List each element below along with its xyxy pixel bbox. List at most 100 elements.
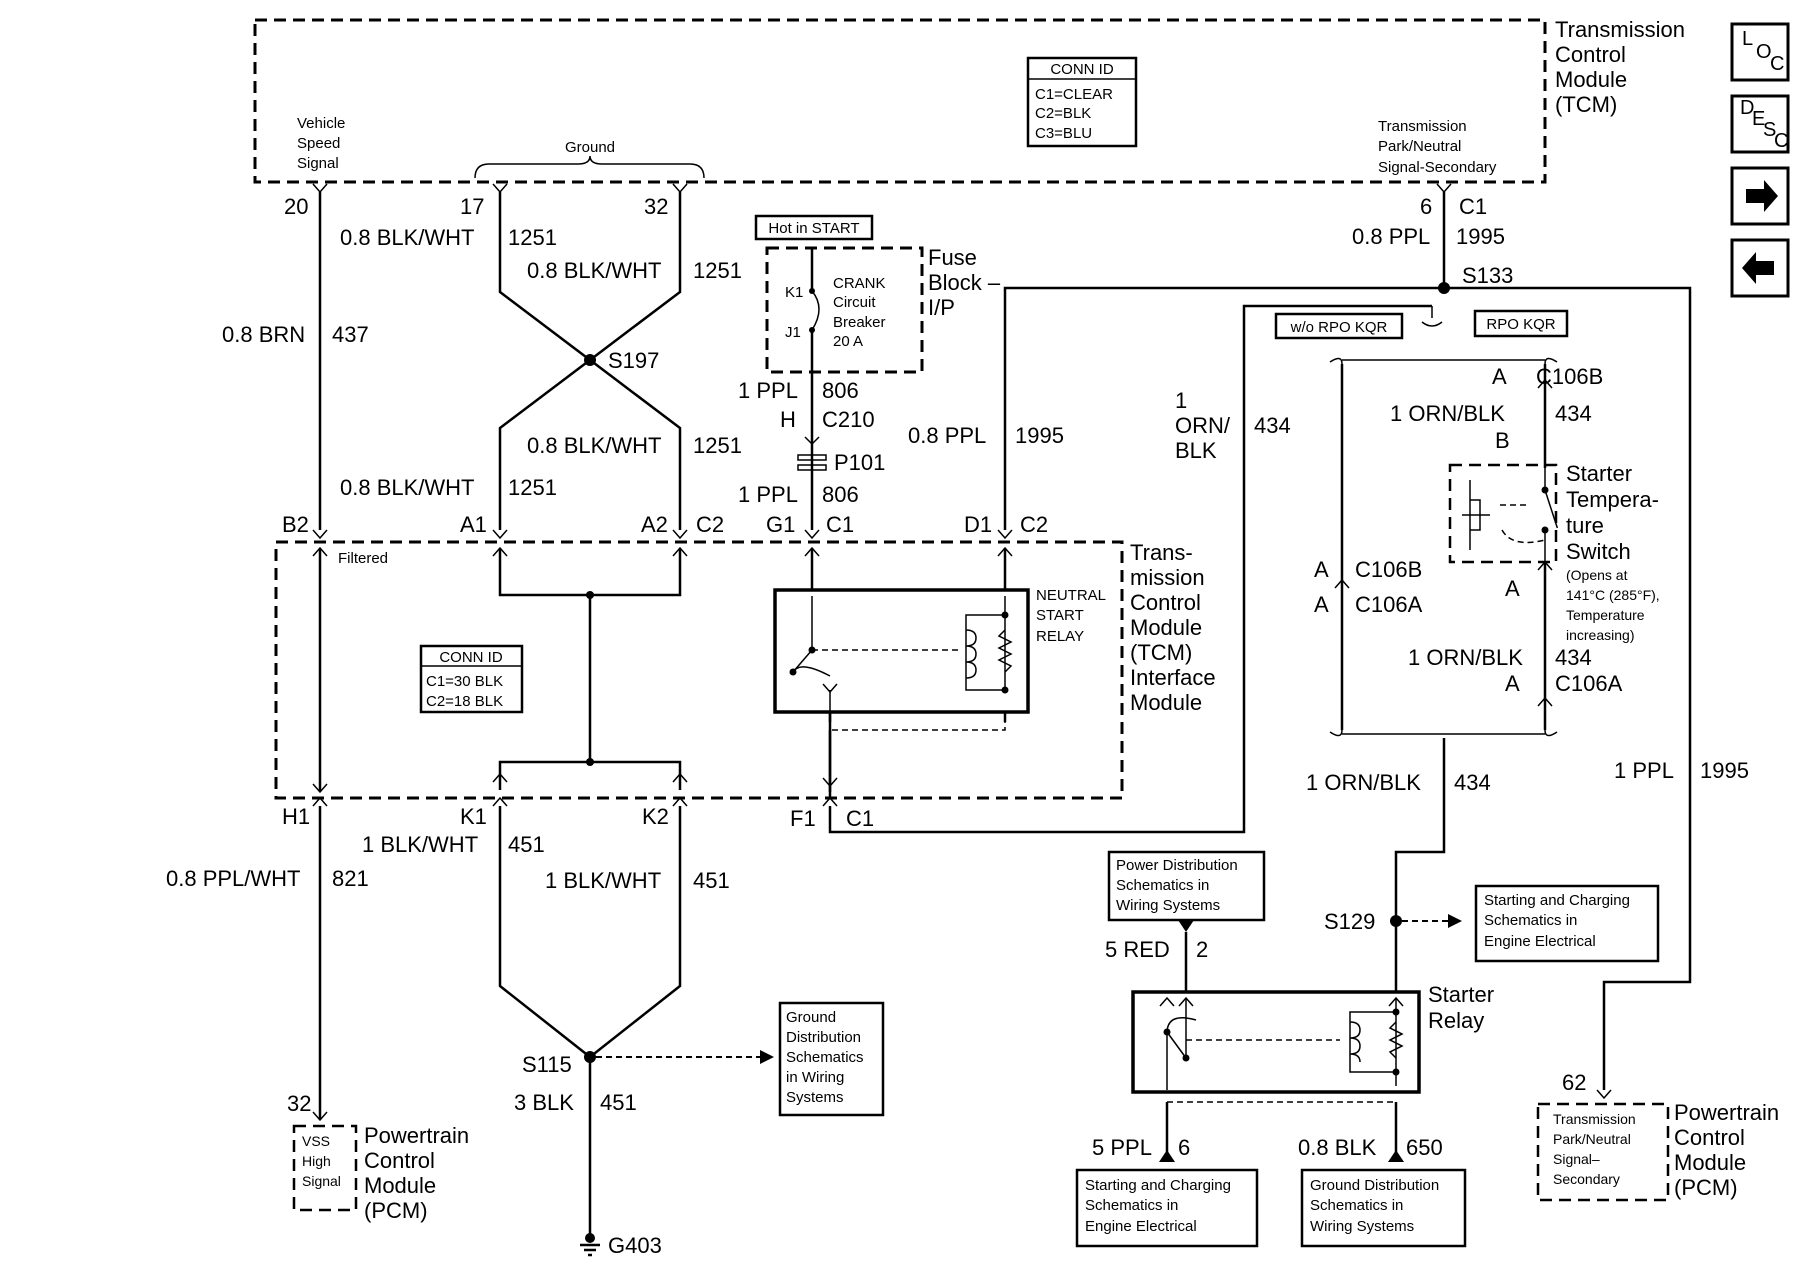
splice-s133: S133 bbox=[1462, 263, 1513, 288]
c106a-right-pin1: A bbox=[1505, 576, 1520, 601]
loc-letter-c: C bbox=[1770, 53, 1784, 75]
c106-left-chevron bbox=[1334, 578, 1350, 589]
junction-dot-upper bbox=[586, 591, 594, 599]
wire-806-b: 806 bbox=[822, 482, 859, 507]
wire-1251-a-gauge: 0.8 BLK/WHT bbox=[340, 225, 474, 250]
power-dist-arrow bbox=[1178, 920, 1194, 932]
rpo-label: RPO KQR bbox=[1486, 316, 1555, 333]
ground-g403: G403 bbox=[608, 1233, 662, 1258]
c106b-top-name: C106B bbox=[1536, 364, 1603, 389]
relay-contact-dot-b bbox=[789, 668, 797, 676]
interface-top-chevrons bbox=[312, 529, 1013, 540]
starting-charging-box-1: Starting and Charging Schematics in Engi… bbox=[1474, 884, 1660, 963]
wo-rpo-box: w/o RPO KQR bbox=[1274, 312, 1404, 340]
neutral-start-relay bbox=[773, 588, 1030, 714]
pin-c1-b: C1 bbox=[846, 806, 874, 831]
wire-1995-mid-gauge: 0.8 PPL bbox=[908, 423, 986, 448]
starter-temp-switch-label: Starter Tempera- ture Switch bbox=[1566, 461, 1665, 564]
starting-charging-2-text: Starting and Charging Schematics in Engi… bbox=[1085, 1177, 1235, 1235]
pcm-left-title: Powertrain Control Module (PCM) bbox=[364, 1123, 475, 1223]
starter-relay-label: Starter Relay bbox=[1428, 982, 1500, 1033]
wo-rpo-label: w/o RPO KQR bbox=[1290, 319, 1388, 336]
pin-f1: F1 bbox=[790, 806, 816, 831]
ground-dist-box-1: Ground Distribution Schematics in Wiring… bbox=[778, 1001, 885, 1117]
desc-button[interactable]: D E S C bbox=[1730, 94, 1790, 154]
hot-in-start-box bbox=[754, 214, 874, 241]
splice-s197: S197 bbox=[608, 348, 659, 373]
wire-1995-mid-circuit: 1995 bbox=[1015, 423, 1064, 448]
c106a-right-name: C106A bbox=[1555, 671, 1623, 696]
rpo-bottom-brace bbox=[1329, 729, 1558, 737]
tcm-pin-chevrons bbox=[312, 183, 1452, 194]
ground-label: Ground bbox=[565, 139, 615, 156]
f1-chevron bbox=[822, 777, 838, 788]
c106-left-name2: C106A bbox=[1355, 592, 1423, 617]
splice-s197-dot bbox=[584, 354, 596, 366]
switch-contact-a bbox=[1541, 486, 1549, 494]
wire-1251-c: 1251 bbox=[693, 433, 742, 458]
wire-451-c-gauge: 3 BLK bbox=[514, 1090, 574, 1115]
loc-button[interactable]: L O C bbox=[1730, 22, 1790, 82]
wire-650-circuit: 650 bbox=[1406, 1135, 1443, 1160]
k1-label: K1 bbox=[785, 284, 803, 301]
conn-id-lines: C1=CLEAR C2=BLK C3=BLU bbox=[1035, 86, 1117, 142]
pin-k1: K1 bbox=[460, 804, 487, 829]
starter-relay bbox=[1131, 990, 1421, 1094]
pcm-left-inner: VSS High Signal bbox=[302, 1133, 341, 1189]
wire-1995-mid bbox=[1003, 286, 1444, 530]
ground-dist-box-2: Ground Distribution Schematics in Wiring… bbox=[1300, 1168, 1467, 1248]
wire-451-b: 451 bbox=[693, 868, 730, 893]
wire-434-d: 434 bbox=[1454, 770, 1491, 795]
starting-charging-arrow bbox=[1448, 914, 1462, 928]
next-button[interactable] bbox=[1730, 166, 1790, 226]
wire-1251-b-gauge: 0.8 BLK/WHT bbox=[527, 258, 661, 283]
pcm-right-border bbox=[1536, 1102, 1670, 1202]
wire-2-circuit: 2 bbox=[1196, 937, 1208, 962]
fuse-block-border bbox=[765, 246, 924, 374]
starter-relay-dot-b bbox=[1182, 1054, 1190, 1062]
pin-c1: C1 bbox=[1459, 194, 1487, 219]
wire-650-gauge: 0.8 BLK bbox=[1298, 1135, 1377, 1160]
pin-b2: B2 bbox=[282, 512, 309, 537]
wire-451-c: 451 bbox=[600, 1090, 637, 1115]
pcm-right-title: Powertrain Control Module (PCM) bbox=[1674, 1100, 1785, 1200]
splice-s129-dot bbox=[1390, 915, 1402, 927]
ground-dist-arrow bbox=[760, 1050, 774, 1064]
wire-806-b-gauge: 1 PPL bbox=[738, 482, 798, 507]
desc-letter-d: D bbox=[1740, 97, 1754, 119]
c106b-top-pinb: B bbox=[1495, 428, 1510, 453]
wire-1995-top-circuit: 1995 bbox=[1456, 224, 1505, 249]
splice-s115: S115 bbox=[522, 1052, 572, 1077]
wire-1251-a: 1251 bbox=[508, 225, 557, 250]
wire-434-to-rpo bbox=[828, 304, 1432, 834]
if-conn-lines: C1=30 BLK C2=18 BLK bbox=[426, 673, 507, 710]
pcm-right-pin: 62 bbox=[1562, 1070, 1586, 1095]
pin-17: 17 bbox=[460, 194, 484, 219]
desc-letter-s: S bbox=[1763, 119, 1776, 141]
crank-breaker-label: CRANK Circuit Breaker 20 A bbox=[833, 275, 890, 350]
wire-821-gauge: 0.8 PPL/WHT bbox=[166, 866, 300, 891]
rpo-branch-hook bbox=[1421, 306, 1443, 327]
wire-451-b-gauge: 1 BLK/WHT bbox=[545, 868, 661, 893]
starter-relay-bottom-link bbox=[1166, 1101, 1397, 1108]
tcm-module-border bbox=[253, 18, 1547, 184]
left-arrow-icon bbox=[1742, 252, 1774, 284]
switch-bottom-chevron bbox=[1537, 560, 1553, 571]
wire-1995-top-gauge: 0.8 PPL bbox=[1352, 224, 1430, 249]
wire-434-b-gauge: 1 ORN/BLK bbox=[1390, 401, 1505, 426]
filtered-label: Filtered bbox=[338, 550, 388, 567]
wire-6-gauge: 5 PPL bbox=[1092, 1135, 1152, 1160]
c106b-top-pin: A bbox=[1492, 364, 1507, 389]
junction-dot-lower bbox=[586, 758, 594, 766]
prev-button[interactable] bbox=[1730, 238, 1790, 298]
p101-symbol-a bbox=[797, 454, 827, 461]
j1-label: J1 bbox=[785, 324, 801, 341]
c210-pin: H bbox=[780, 407, 796, 432]
pin-h1: H1 bbox=[282, 804, 310, 829]
ground-dist-1-text: Ground Distribution Schematics in Wiring… bbox=[786, 1009, 868, 1106]
pcm-left-chevron bbox=[312, 1111, 328, 1122]
c106a-right-pin2: A bbox=[1505, 671, 1520, 696]
power-dist-text: Power Distribution Schematics in Wiring … bbox=[1116, 857, 1242, 914]
wire-650-arrow bbox=[1388, 1150, 1404, 1162]
